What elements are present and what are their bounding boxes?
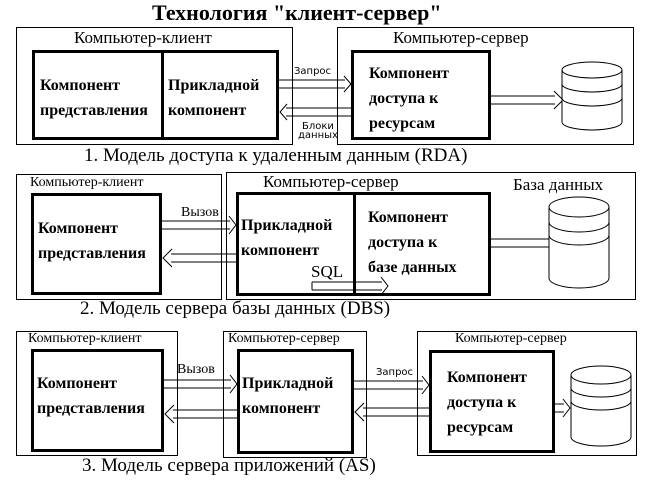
data-blocks-arrow bbox=[279, 103, 351, 121]
presentation-component-label-2: представления bbox=[40, 102, 148, 119]
presentation-component-label-1: Компонент bbox=[40, 77, 121, 94]
server-computer-label: Компьютер-сервер bbox=[263, 172, 399, 191]
db-access-label-3: базе данных bbox=[368, 259, 457, 276]
application-component: Прикладной компонент bbox=[237, 349, 354, 454]
sql-label: SQL bbox=[311, 262, 344, 281]
response-arrow bbox=[164, 404, 238, 424]
caption-dbs: 2. Модель сервера базы данных (DBS) bbox=[80, 298, 391, 319]
database-icon bbox=[561, 61, 623, 131]
db-access-arrow bbox=[555, 398, 571, 418]
presentation-component-label-2: представления bbox=[37, 400, 145, 417]
data-blocks-label-1: Блоки bbox=[302, 121, 334, 132]
response-arrow bbox=[162, 248, 236, 268]
application-component: Прикладной компонент bbox=[236, 192, 356, 296]
resource-access-label-2: доступа к bbox=[447, 394, 517, 411]
db-access-label-1: Компонент bbox=[368, 209, 449, 226]
db-access-label-2: доступа к bbox=[368, 234, 438, 251]
application-component-label-1: Прикладной bbox=[168, 77, 260, 94]
resource-access-label-1: Компонент bbox=[369, 65, 450, 82]
application-component: Прикладной компонент bbox=[161, 50, 279, 140]
client-computer-label: Компьютер-клиент bbox=[30, 175, 144, 190]
presentation-component-label-2: представления bbox=[38, 245, 146, 262]
call-label: Вызов bbox=[177, 362, 215, 377]
resource-access-label-3: ресурсам bbox=[369, 115, 436, 132]
server-computer-label: Компьютер-сервер bbox=[393, 28, 529, 47]
app-server-label: Компьютер-сервер bbox=[228, 331, 340, 346]
data-blocks-label-2: данных bbox=[298, 130, 338, 141]
database-icon bbox=[548, 196, 610, 289]
database-label: База данных bbox=[513, 175, 604, 194]
request-arrow bbox=[354, 375, 430, 395]
application-component-label-1: Прикладной bbox=[241, 217, 333, 234]
request-label: Запрос bbox=[294, 66, 332, 77]
caption-rda: 1. Модель доступа к удаленным данным (RD… bbox=[84, 145, 468, 166]
call-arrow bbox=[164, 374, 238, 394]
client-computer-label: Компьютер-клиент bbox=[74, 28, 212, 47]
resource-access-component: Компонент доступа к ресурсам bbox=[351, 50, 491, 140]
application-component-label-2: компонент bbox=[168, 102, 247, 119]
db-access-arrow bbox=[491, 90, 564, 110]
request-arrow bbox=[279, 75, 352, 93]
client-computer-label: Компьютер-клиент bbox=[28, 331, 142, 346]
caption-as: 3. Модель сервера приложений (AS) bbox=[82, 455, 376, 476]
request-label: Запрос bbox=[376, 367, 414, 378]
presentation-component: Компонент представления bbox=[31, 193, 162, 295]
resource-access-component: Компонент доступа к ресурсам bbox=[429, 350, 555, 453]
sql-arrow bbox=[311, 276, 389, 296]
application-component-label-1: Прикладной bbox=[242, 375, 334, 392]
presentation-component-label-1: Компонент bbox=[37, 375, 118, 392]
application-component-label-2: компонент bbox=[242, 400, 321, 417]
presentation-component-label-1: Компонент bbox=[38, 220, 119, 237]
db-access-component: Компонент доступа к базе данных bbox=[353, 192, 491, 296]
database-icon bbox=[570, 365, 632, 447]
application-component-label-2: компонент bbox=[241, 242, 320, 259]
resource-access-label-3: ресурсам bbox=[447, 419, 514, 436]
data-response-arrow bbox=[354, 402, 430, 422]
presentation-component: Компонент представления bbox=[32, 50, 164, 140]
resource-access-label-1: Компонент bbox=[447, 369, 528, 386]
call-arrow bbox=[162, 215, 237, 235]
diagram-title: Технология "клиент-сервер" bbox=[152, 0, 442, 25]
data-server-label: Компьютер-сервер bbox=[455, 331, 567, 346]
call-label: Вызов bbox=[181, 205, 219, 220]
data-blocks-label: Блоки данных bbox=[298, 121, 338, 141]
presentation-component: Компонент представления bbox=[31, 349, 164, 452]
resource-access-label-2: доступа к bbox=[369, 90, 439, 107]
